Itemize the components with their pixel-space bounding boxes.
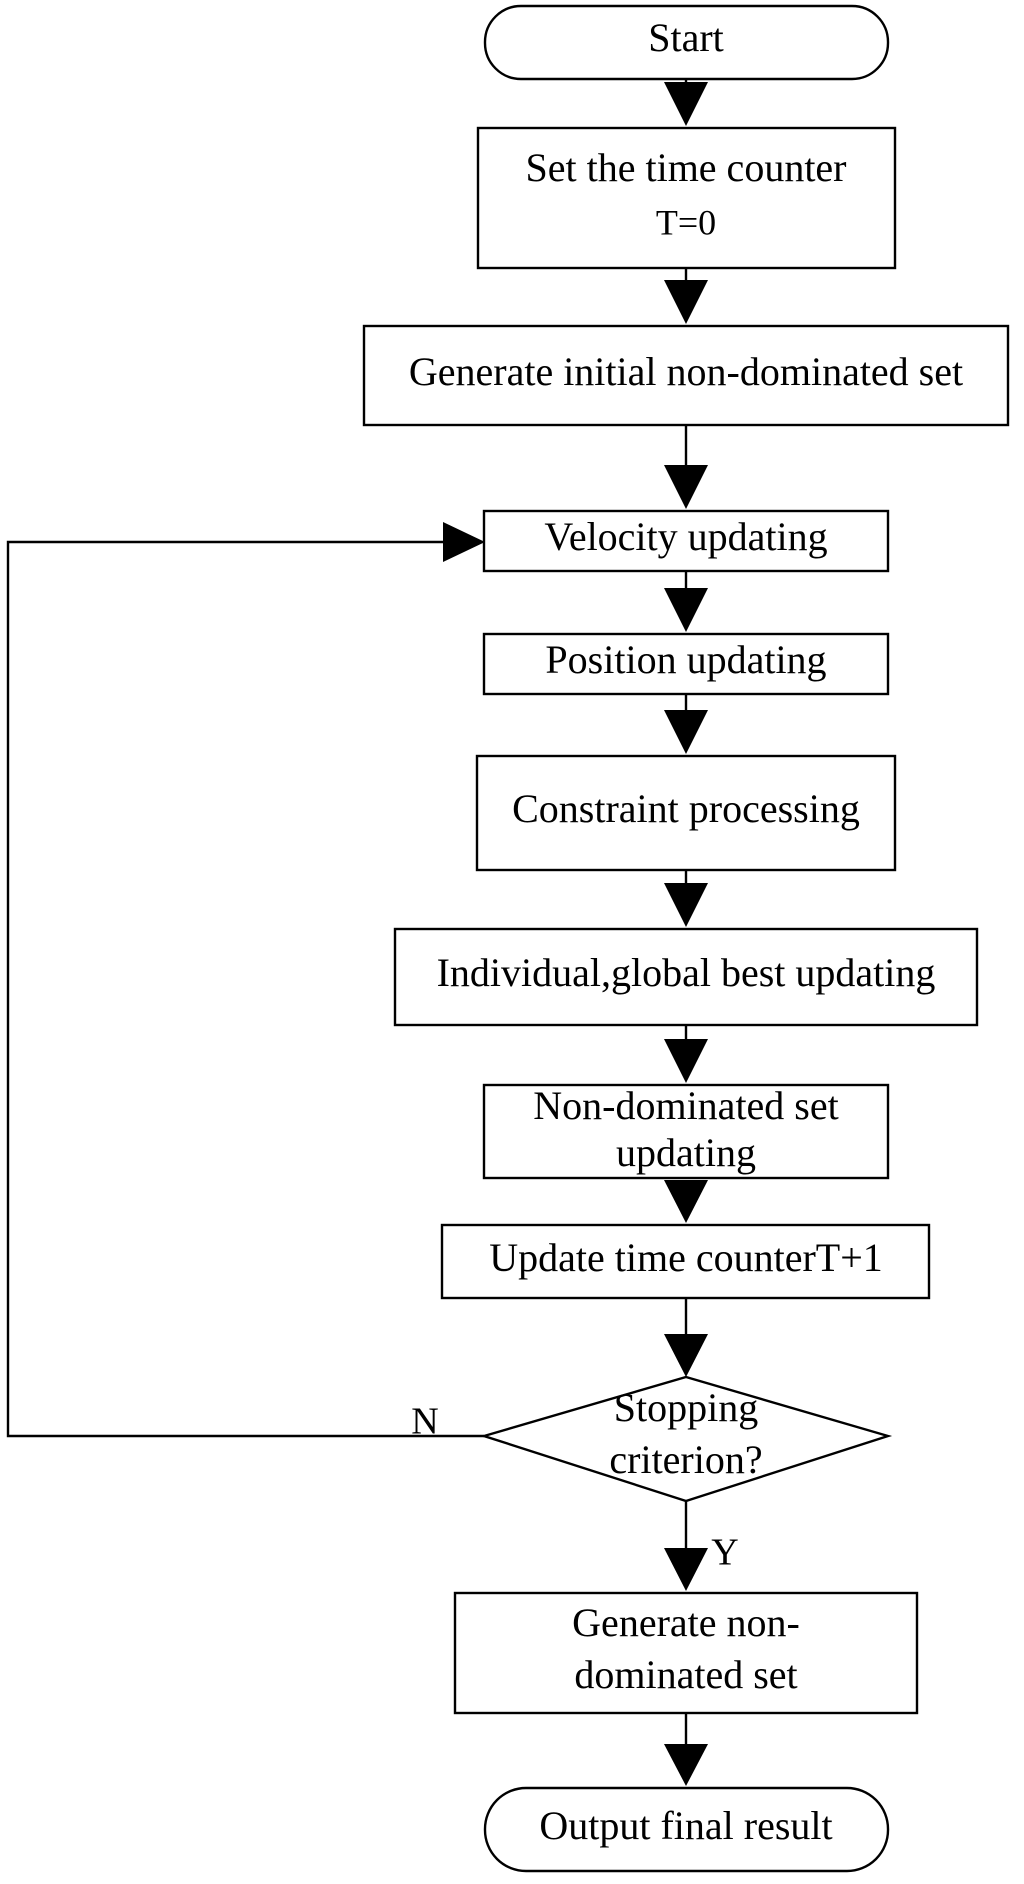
nondominated-update-label-line1: Non-dominated set	[533, 1083, 839, 1128]
arrow-set-counter-to-generate-initial-head	[664, 280, 708, 324]
set-counter-box	[476, 126, 897, 270]
individual-global-label: Individual,global best updating	[437, 950, 936, 995]
arrow-position-to-constraint-head	[664, 710, 708, 754]
start-label: Start	[648, 15, 724, 60]
position-label: Position updating	[545, 637, 826, 682]
position-box	[482, 632, 890, 696]
loop-back-connector	[6, 540, 484, 1438]
branch-no-label: N	[411, 1401, 438, 1443]
nondominated-update-box	[482, 1083, 890, 1180]
arrow-individual-global-to-nondominated-head	[664, 1039, 708, 1083]
output-label: Output final result	[539, 1803, 832, 1848]
velocity-label: Velocity updating	[544, 514, 827, 559]
arrow-generate-initial-to-velocity-head	[664, 465, 708, 509]
arrow-decision-to-generate-final-head	[664, 1548, 708, 1591]
arrow-nondominated-to-update-counter-head	[664, 1180, 708, 1223]
constraint-box	[475, 754, 897, 872]
set-counter-label-line2: T=0	[656, 202, 716, 242]
set-counter-label-line1: Set the time counter	[525, 145, 846, 190]
update-counter-label: Update time counterT+1	[489, 1235, 883, 1280]
stopping-criterion-label-line2: criterion?	[609, 1437, 762, 1482]
loop-back-arrow-head	[443, 522, 485, 562]
generate-final-label-line2: dominated set	[574, 1652, 797, 1697]
constraint-label: Constraint processing	[512, 786, 860, 831]
output-terminator	[483, 1786, 890, 1873]
arrow-update-counter-to-decision-head	[664, 1334, 708, 1377]
stopping-criterion-label-line1: Stopping	[614, 1385, 758, 1430]
branch-yes-label: Y	[711, 1532, 738, 1574]
arrow-start-to-set-counter-head	[664, 82, 708, 126]
arrow-generate-final-to-output-head	[664, 1744, 708, 1786]
generate-final-box	[453, 1591, 919, 1715]
velocity-box	[482, 509, 890, 573]
generate-initial-label: Generate initial non-dominated set	[409, 349, 963, 394]
generate-final-label-line1: Generate non-	[572, 1600, 800, 1645]
arrow-velocity-to-position-head	[664, 588, 708, 632]
nondominated-update-label-line2: updating	[616, 1130, 756, 1175]
individual-global-box	[393, 927, 979, 1027]
arrow-constraint-to-individual-global-head	[664, 883, 708, 927]
